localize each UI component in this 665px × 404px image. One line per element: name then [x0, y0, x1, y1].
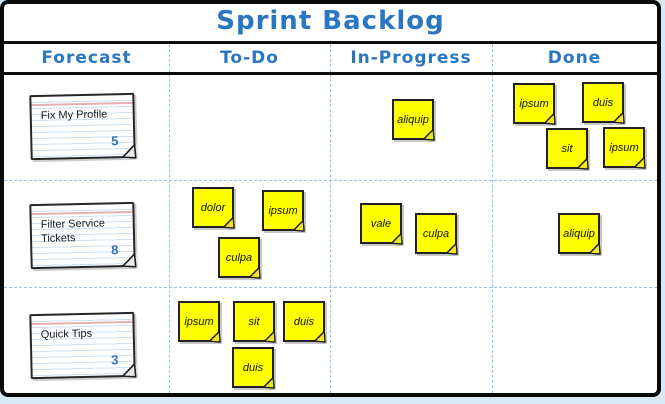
sprint-board: Sprint Backlog Forecast To-Do In-Progres… [0, 0, 661, 397]
story-points-badge: 8 [110, 242, 119, 258]
folded-corner-icon [121, 363, 137, 379]
column-divider [330, 44, 331, 393]
folded-corner-icon [263, 330, 276, 343]
sticky-note[interactable]: ipsum [262, 190, 305, 232]
sticky-note-label: sit [248, 315, 260, 328]
sticky-note[interactable]: dolor [192, 187, 235, 229]
folded-corner-icon [633, 156, 646, 169]
sticky-note[interactable]: sit [233, 301, 276, 343]
folded-corner-icon [313, 330, 326, 343]
folded-corner-icon [262, 376, 275, 389]
sticky-note-label: sit [561, 142, 573, 155]
sticky-note[interactable]: duis [232, 347, 275, 389]
story-points-badge: 3 [110, 352, 119, 368]
sticky-note-label: duis [592, 96, 614, 109]
title-underline-rule [4, 41, 657, 44]
sticky-note-label: ipsum [609, 141, 639, 154]
sticky-note-label: ipsum [268, 204, 298, 217]
story-card[interactable]: Fix My Profile 5 [29, 92, 137, 161]
sticky-note-label: aliquip [397, 113, 429, 126]
folded-corner-icon [445, 242, 458, 255]
row-divider [4, 287, 657, 288]
sticky-note[interactable]: duis [582, 82, 625, 124]
column-divider [492, 44, 493, 393]
sticky-note-label: duis [293, 315, 315, 328]
sticky-note-label: ipsum [184, 315, 214, 328]
sticky-note-label: aliquip [563, 227, 595, 240]
sticky-note[interactable]: ipsum [178, 301, 221, 343]
folded-corner-icon [576, 157, 589, 170]
column-header-done: Done [547, 48, 602, 68]
story-card-title: Fix My Profile [40, 108, 108, 122]
story-points-badge: 5 [110, 133, 119, 149]
sticky-note[interactable]: vale [360, 203, 403, 245]
column-divider [169, 44, 170, 393]
folded-corner-icon [612, 111, 625, 124]
sticky-note-label: culpa [225, 251, 253, 264]
folded-corner-icon [121, 253, 137, 269]
sticky-note-label: vale [370, 217, 392, 230]
story-card[interactable]: Quick Tips 3 [29, 311, 137, 380]
sticky-note-label: duis [242, 361, 264, 374]
folded-corner-icon [292, 219, 305, 232]
column-header-in-progress: In-Progress [350, 48, 472, 68]
sticky-note[interactable]: duis [283, 301, 326, 343]
sticky-note[interactable]: aliquip [392, 99, 435, 141]
sticky-note-label: ipsum [519, 97, 549, 110]
folded-corner-icon [422, 128, 435, 141]
sticky-note[interactable]: aliquip [558, 213, 601, 255]
sticky-note[interactable]: sit [546, 128, 589, 170]
folded-corner-icon [543, 112, 556, 125]
folded-corner-icon [121, 144, 137, 160]
sticky-note[interactable]: ipsum [603, 127, 646, 169]
folded-corner-icon [588, 242, 601, 255]
folded-corner-icon [208, 330, 221, 343]
column-header-todo: To-Do [220, 48, 279, 68]
story-card[interactable]: Filter Service Tickets 8 [29, 201, 137, 270]
story-card-title: Quick Tips [40, 327, 93, 341]
sticky-note-label: culpa [422, 227, 450, 240]
folded-corner-icon [222, 216, 235, 229]
sticky-note[interactable]: culpa [415, 213, 458, 255]
page-title: Sprint Backlog [216, 6, 445, 36]
folded-corner-icon [248, 266, 261, 279]
header-underline-rule [4, 72, 657, 75]
sticky-note[interactable]: ipsum [513, 83, 556, 125]
sticky-note-label: dolor [200, 201, 226, 214]
folded-corner-icon [390, 232, 403, 245]
sticky-note[interactable]: culpa [218, 237, 261, 279]
column-header-forecast: Forecast [41, 48, 132, 68]
row-divider [4, 180, 657, 181]
